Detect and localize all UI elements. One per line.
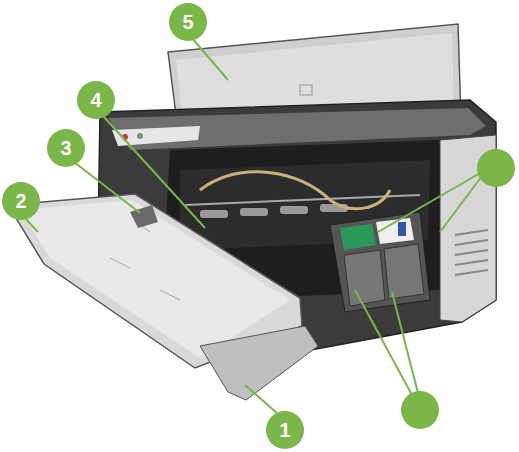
ink-cartridge xyxy=(344,250,385,306)
callout-number: 2 xyxy=(15,191,26,211)
cartridge-latch xyxy=(340,224,376,250)
callout-marker xyxy=(401,391,439,429)
panel-button xyxy=(137,133,143,139)
rollers xyxy=(200,204,348,218)
output-tray xyxy=(200,326,318,400)
callout-marker xyxy=(477,149,515,187)
callout-circle: 4 xyxy=(77,81,115,119)
callout-number: 3 xyxy=(60,138,71,158)
callout-number: 1 xyxy=(279,420,290,440)
control-panel xyxy=(112,126,200,146)
lid-logo xyxy=(300,85,312,95)
callout-circle: 1 xyxy=(266,411,304,449)
cartridge-label xyxy=(398,222,406,236)
vents xyxy=(455,230,488,275)
tray-groove xyxy=(110,258,130,268)
callout-circle: 5 xyxy=(169,3,207,41)
paper-path xyxy=(180,160,430,250)
callout-circle: 2 xyxy=(2,182,40,220)
callout-number: 4 xyxy=(90,90,101,110)
callout-number: 5 xyxy=(182,12,193,32)
ink-cartridge xyxy=(384,244,424,299)
tray-surface xyxy=(20,200,290,358)
print-carriage xyxy=(330,212,430,312)
callout-circle: 3 xyxy=(47,129,85,167)
leader-lines xyxy=(24,38,482,414)
ribbon-cable xyxy=(200,172,390,209)
tray-groove xyxy=(160,290,180,300)
